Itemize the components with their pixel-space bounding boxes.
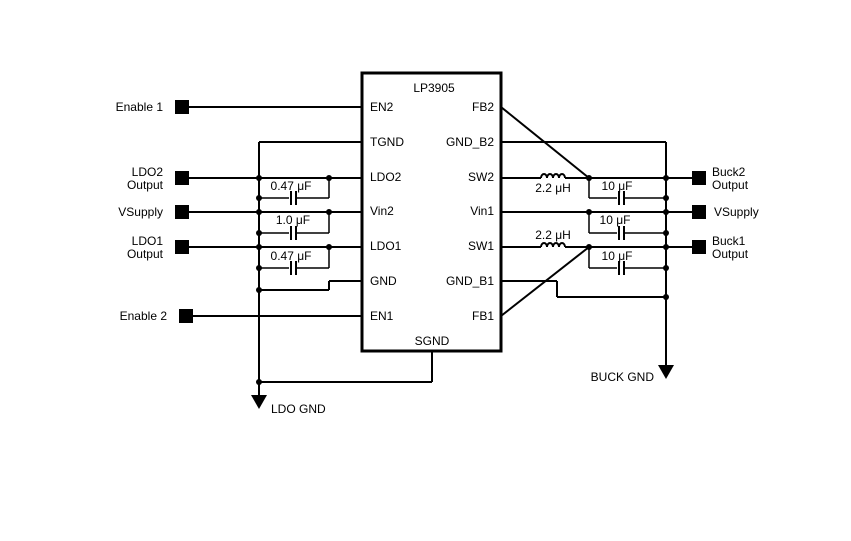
label-buck2-2: Output <box>712 178 749 192</box>
ldo-ground-icon <box>251 395 267 409</box>
left-junctions <box>256 175 332 385</box>
terminal-enable2 <box>179 309 193 323</box>
label-buck1-1: Buck1 <box>712 234 746 248</box>
pin-tgnd: TGND <box>370 135 404 149</box>
pin-ldo1: LDO1 <box>370 239 402 253</box>
terminal-ldo1 <box>175 240 189 254</box>
terminal-vsupply-right <box>692 205 706 219</box>
pin-vin1: Vin1 <box>470 204 494 218</box>
right-junctions <box>586 175 669 300</box>
pin-gnd-b2: GND_B2 <box>446 135 494 149</box>
pin-gnd-b1: GND_B1 <box>446 274 494 288</box>
pin-ldo2: LDO2 <box>370 170 402 184</box>
inductor-sw2-icon <box>540 173 566 179</box>
buck-ground-icon <box>658 365 674 379</box>
cap-vin2 <box>259 212 330 240</box>
label-enable2: Enable 2 <box>120 309 168 323</box>
cap-vin1 <box>588 212 666 240</box>
inductor-sw1-value: 2.2 μH <box>535 228 571 242</box>
cap-buck1-value: 10 μF <box>602 249 633 263</box>
terminal-enable1 <box>175 100 189 114</box>
terminal-ldo2 <box>175 171 189 185</box>
pin-gnd: GND <box>370 274 397 288</box>
cap-ldo1-value: 0.47 μF <box>271 249 312 263</box>
cap-ldo2 <box>259 178 330 205</box>
pin-vin2: Vin2 <box>370 204 394 218</box>
pin-en2: EN2 <box>370 100 394 114</box>
label-buck-gnd: BUCK GND <box>591 370 655 384</box>
pin-sw1: SW1 <box>468 239 494 253</box>
pin-fb2: FB2 <box>472 100 494 114</box>
pin-sw2: SW2 <box>468 170 494 184</box>
cap-vin1-value: 10 μF <box>600 213 631 227</box>
left-wires <box>189 106 433 395</box>
terminal-buck1 <box>692 240 706 254</box>
label-ldo1-1: LDO1 <box>132 234 164 248</box>
cap-buck1 <box>588 247 666 275</box>
label-ldo2-1: LDO2 <box>132 165 164 179</box>
inductor-sw2-value: 2.2 μH <box>535 181 571 195</box>
right-wires <box>500 106 692 365</box>
inductor-sw1-icon <box>540 242 566 248</box>
terminal-vsupply-left <box>175 205 189 219</box>
label-ldo2-2: Output <box>127 178 164 192</box>
label-ldo1-2: Output <box>127 247 164 261</box>
cap-buck2-value: 10 μF <box>602 179 633 193</box>
cap-ldo2-value: 0.47 μF <box>271 179 312 193</box>
label-buck2-1: Buck2 <box>712 165 746 179</box>
pin-en1: EN1 <box>370 309 394 323</box>
label-vsupply-right: VSupply <box>714 205 759 219</box>
cap-ldo1 <box>259 247 330 275</box>
terminal-buck2 <box>692 171 706 185</box>
cap-vin2-value: 1.0 μF <box>276 213 310 227</box>
pin-fb1: FB1 <box>472 309 494 323</box>
cap-buck2 <box>588 178 666 205</box>
pin-sgnd: SGND <box>415 334 450 348</box>
chip-name: LP3905 <box>413 81 455 95</box>
label-buck1-2: Output <box>712 247 749 261</box>
label-vsupply-left: VSupply <box>118 205 163 219</box>
label-enable1: Enable 1 <box>116 100 164 114</box>
label-ldo-gnd: LDO GND <box>271 402 326 416</box>
